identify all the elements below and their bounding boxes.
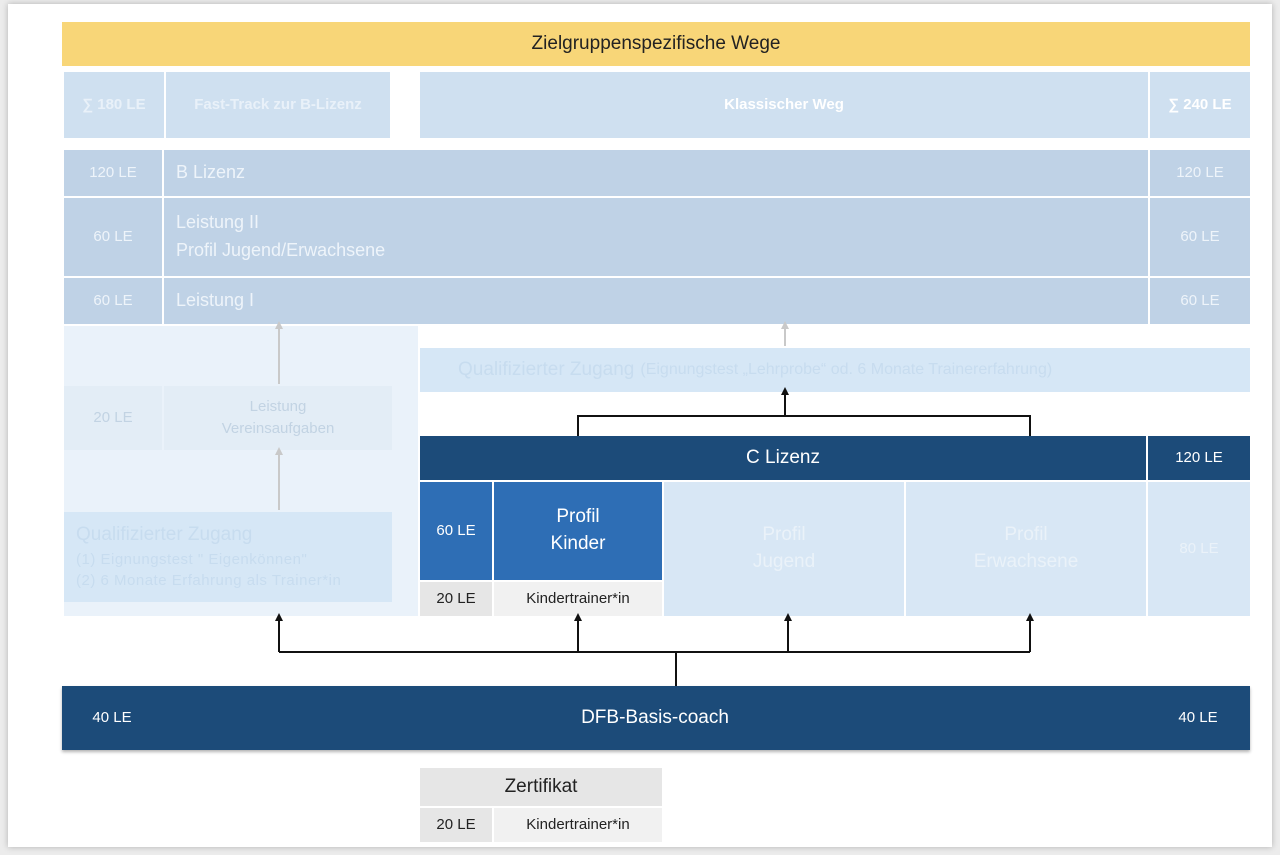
profile-le: 80 LE xyxy=(1148,482,1250,616)
leistung-1-le-right: 60 LE xyxy=(1150,278,1250,324)
qualified-access-classic: Qualifizierter Zugang (Eignungstest „Leh… xyxy=(420,348,1250,392)
b-lizenz-le-right: 120 LE xyxy=(1150,150,1250,196)
basis-coach-label: DFB-Basis-coach xyxy=(581,706,729,728)
leistung-2-le-left: 60 LE xyxy=(64,198,162,276)
basis-coach-bar xyxy=(62,686,1250,750)
zertifikat-title: Zertifikat xyxy=(420,768,662,806)
leistung-2-le-right: 60 LE xyxy=(1150,198,1250,276)
kindertrainer-label: Kindertrainer*in xyxy=(494,582,662,616)
fast-track-label: Fast-Track zur B-Lizenz xyxy=(166,72,390,138)
basis-coach-le-left: 40 LE xyxy=(92,709,132,726)
classic-way-sum: ∑ 240 LE xyxy=(1150,72,1250,138)
vereinsaufgaben-label: Leistung Vereinsaufgaben xyxy=(164,386,392,450)
profil-kinder: Profil Kinder xyxy=(494,482,662,580)
vereinsaufgaben-le: 20 LE xyxy=(64,386,162,450)
fast-track-sum: ∑ 180 LE xyxy=(64,72,164,138)
leistung-1-le-left: 60 LE xyxy=(64,278,162,324)
profil-jugend: Profil Jugend xyxy=(664,482,904,616)
title-banner: Zielgruppenspezifische Wege xyxy=(62,22,1250,66)
leistung-2-label: Leistung II Profil Jugend/Erwachsene xyxy=(164,198,1148,276)
c-lizenz-label: C Lizenz xyxy=(420,436,1146,480)
zertifikat-le: 20 LE xyxy=(420,808,492,842)
zertifikat-label: Kindertrainer*in xyxy=(494,808,662,842)
profil-erwachsene: Profil Erwachsene xyxy=(906,482,1146,616)
profil-kinder-le: 60 LE xyxy=(420,482,492,580)
classic-way-label: Klassischer Weg xyxy=(420,72,1148,138)
kindertrainer-le: 20 LE xyxy=(420,582,492,616)
b-lizenz-label: B Lizenz xyxy=(164,150,1148,196)
page-title: Zielgruppenspezifische Wege xyxy=(531,32,781,54)
leistung-1-label: Leistung I xyxy=(164,278,1148,324)
b-lizenz-le-left: 120 LE xyxy=(64,150,162,196)
qualified-access-fast: Qualifizierter Zugang (1) Eignungstest "… xyxy=(64,512,392,602)
basis-coach-le-right: 40 LE xyxy=(1178,709,1218,726)
c-lizenz-le: 120 LE xyxy=(1148,436,1250,480)
